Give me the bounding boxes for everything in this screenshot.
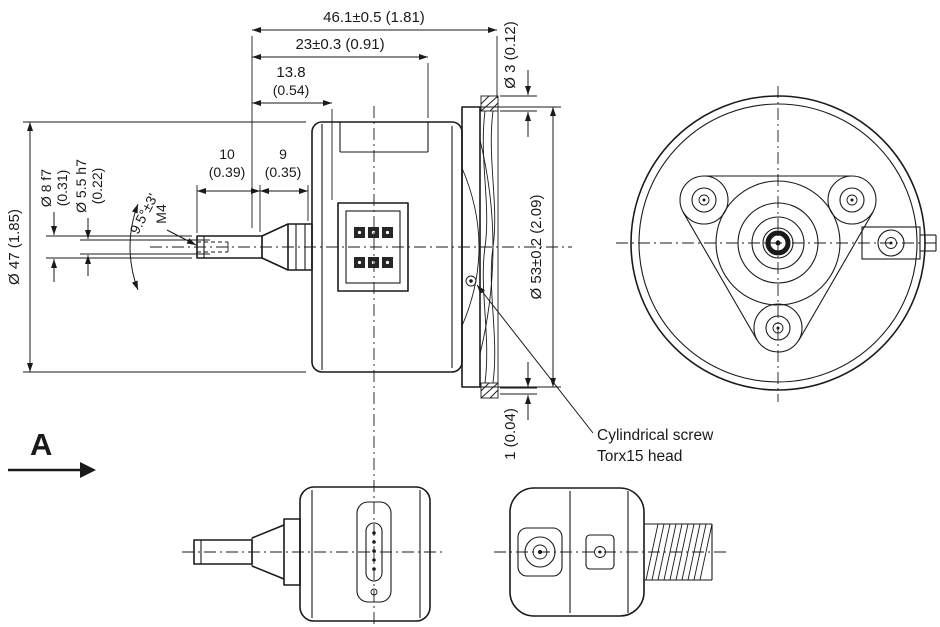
centerlines — [150, 86, 938, 624]
dim-23-label: 23±0.3 (0.91) — [295, 36, 384, 53]
dimensions: 46.1±0.5 (1.81) 23±0.3 (0.91) 13.8 (0.54… — [6, 9, 714, 478]
view-direction-a: A — [8, 427, 96, 478]
dim-dia-8: Ø 8 f7 (0.31) — [38, 169, 192, 282]
dim-dia-8-in-label: (0.31) — [54, 170, 70, 207]
annotation-line2: Torx15 head — [597, 448, 682, 465]
dim-dia-5-5-in-label: (0.22) — [89, 168, 105, 205]
view-a-arrowhead — [80, 462, 96, 478]
dim-10-9: 10 (0.39) 9 (0.35) — [196, 146, 309, 233]
dim-dia-5-5-mm-label: Ø 5.5 h7 — [73, 159, 89, 213]
dim-9-mm-label: 9 — [279, 146, 287, 162]
dim-9-in-label: (0.35) — [265, 164, 302, 180]
dim-dia-53-label: Ø 53±0.2 (2.09) — [528, 195, 545, 300]
dim-13-8-mm-label: 13.8 — [276, 64, 305, 81]
dim-overall-length: 46.1±0.5 (1.81) — [251, 9, 498, 228]
dim-dia-53: Ø 53±0.2 (2.09) — [481, 106, 561, 388]
cylindrical-screw — [465, 275, 477, 287]
dim-thread-label: M4 — [153, 204, 169, 224]
view-a-label: A — [30, 427, 52, 462]
dim-dia-3-label: Ø 3 (0.12) — [502, 21, 519, 89]
bottom-view — [193, 486, 431, 622]
shaft — [196, 235, 263, 259]
dim-23: 23±0.3 (0.91) — [252, 36, 429, 118]
annotation-cylindrical-screw: Cylindrical screw Torx15 head — [476, 284, 714, 465]
dim-10-mm-label: 10 — [219, 146, 235, 162]
dim-1: 1 (0.04) — [500, 362, 537, 460]
dim-13-8: 13.8 (0.54) — [252, 64, 333, 200]
dim-thread: M4 — [153, 204, 197, 246]
washer-section-bottom — [480, 382, 499, 399]
dim-13-8-in-label: (0.54) — [273, 82, 310, 98]
annotation-line1: Cylindrical screw — [597, 427, 714, 444]
dim-10-in-label: (0.39) — [209, 164, 246, 180]
dim-overall-label: 46.1±0.5 (1.81) — [323, 9, 425, 26]
dim-dia-47-label: Ø 47 (1.85) — [6, 209, 23, 285]
flange-screw — [839, 187, 865, 213]
washer-section-top — [480, 95, 499, 112]
dim-dia-47: Ø 47 (1.85) — [6, 121, 306, 373]
dim-1-label: 1 (0.04) — [502, 408, 519, 460]
dim-dia-8-mm-label: Ø 8 f7 — [38, 169, 54, 207]
flange-screw — [691, 187, 717, 213]
dim-dia-5-5: Ø 5.5 h7 (0.22) — [73, 159, 210, 276]
dim-dia-3: Ø 3 (0.12) — [500, 21, 537, 137]
